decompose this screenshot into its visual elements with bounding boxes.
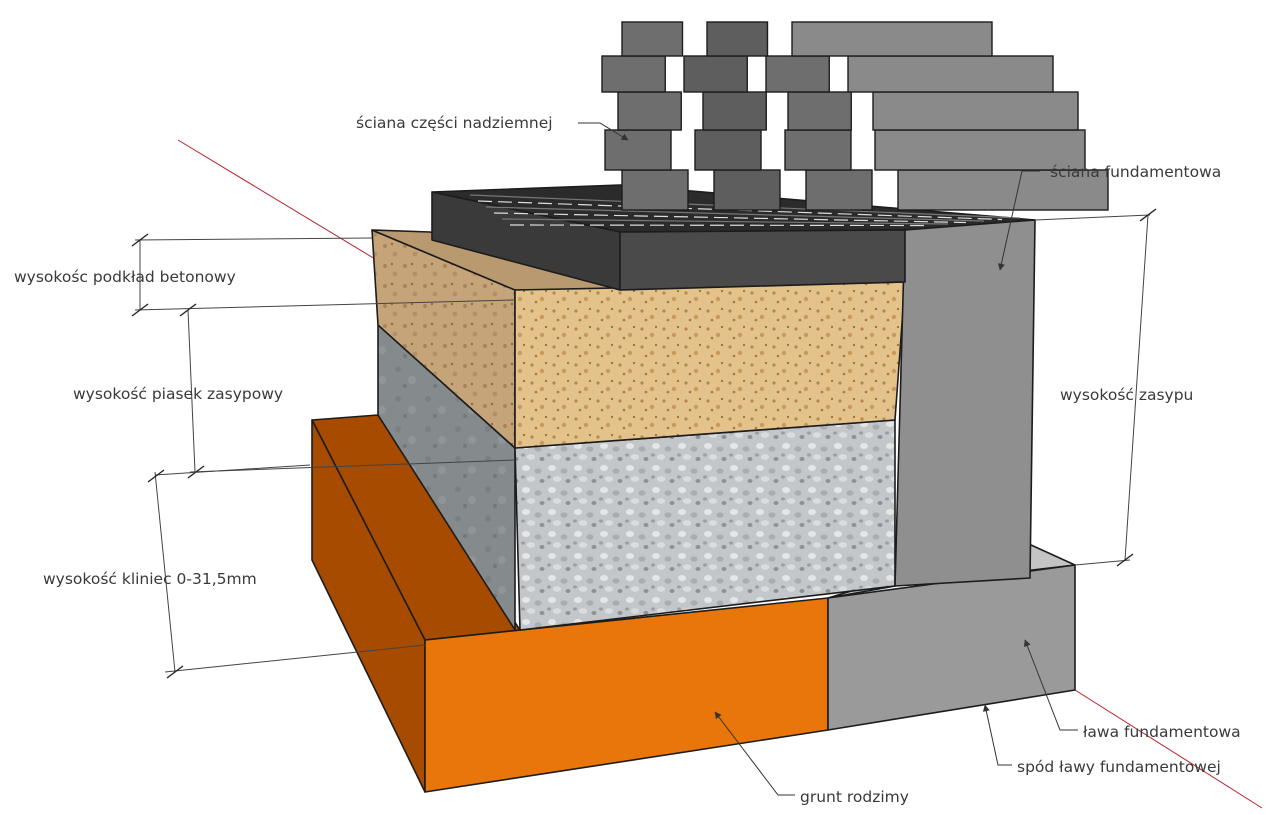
brick bbox=[621, 169, 689, 211]
brick bbox=[805, 169, 873, 211]
label-native-soil: grunt rodzimy bbox=[800, 788, 909, 806]
brick bbox=[706, 21, 769, 57]
dimension-lines bbox=[131, 208, 1157, 679]
brick bbox=[791, 21, 993, 57]
brick bbox=[604, 129, 672, 171]
axis-line bbox=[177, 139, 1263, 809]
brick bbox=[765, 55, 830, 93]
brick bbox=[683, 55, 748, 93]
label-concrete-base-height: wysokośc podkład betonowy bbox=[14, 268, 236, 286]
brick bbox=[713, 169, 781, 211]
brick bbox=[787, 91, 852, 131]
leader-lines bbox=[578, 122, 1078, 796]
brick bbox=[694, 129, 762, 171]
label-footing-bottom: spód ławy fundamentowej bbox=[1017, 758, 1221, 776]
brick bbox=[601, 55, 666, 93]
slab-stripe bbox=[493, 212, 967, 224]
label-backfill-height: wysokość zasypu bbox=[1060, 386, 1193, 404]
label-aggregate-height: wysokość kliniec 0-31,5mm bbox=[43, 570, 257, 588]
label-backfill-sand-height: wysokość piasek zasypowy bbox=[73, 385, 283, 403]
slab-stripe bbox=[485, 206, 985, 222]
slab-stripe bbox=[509, 224, 931, 227]
label-wall-above-ground: ściana części nadziemnej bbox=[356, 114, 553, 132]
slab-stripe bbox=[501, 218, 949, 225]
brick bbox=[847, 55, 1054, 93]
brick bbox=[702, 91, 767, 131]
brick bbox=[872, 91, 1079, 131]
backfill-sand-layer bbox=[371, 229, 906, 449]
brick bbox=[784, 129, 852, 171]
brick bbox=[621, 21, 684, 57]
label-foundation-wall: ściana fundamentowa bbox=[1050, 163, 1221, 181]
native-soil-block bbox=[311, 414, 829, 793]
above-ground-wall-bricks bbox=[601, 21, 1109, 211]
foundation-wall-block bbox=[894, 219, 1036, 587]
label-footing: ława fundamentowa bbox=[1083, 723, 1241, 741]
brick bbox=[617, 91, 682, 131]
